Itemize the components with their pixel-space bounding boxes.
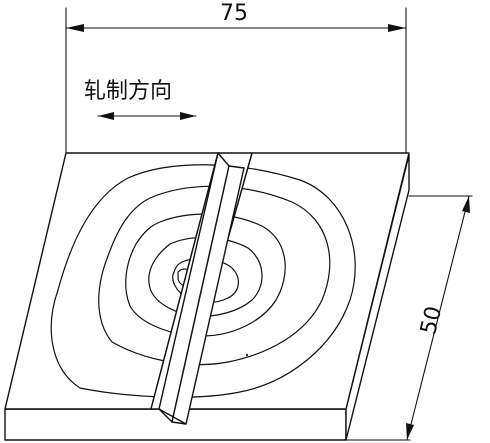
- arrowhead-right-75: [388, 24, 406, 32]
- dimension-line-50: [406, 195, 470, 441]
- contour-outer: [50, 164, 356, 398]
- rolling-direction-annotation: 轧制方向: [84, 79, 197, 120]
- dimension-label-75: 75: [220, 1, 248, 26]
- rolling-arrowhead-right: [180, 112, 196, 120]
- contour-4: [148, 237, 263, 317]
- contour-2: [98, 185, 331, 366]
- arrowhead-left-75: [66, 24, 84, 32]
- rolling-direction-label: 轧制方向: [84, 79, 172, 104]
- dimension-label-50: 50: [416, 304, 447, 337]
- speck-mark: [245, 353, 249, 357]
- dimension-75: 75: [65, 1, 407, 154]
- contour-lines: [50, 164, 356, 398]
- rolling-arrowhead-left: [98, 112, 114, 120]
- arrowhead-top-50: [462, 196, 470, 213]
- contour-3: [125, 213, 286, 337]
- weld-bead-bottom: [158, 408, 187, 425]
- arrowhead-bottom-50: [406, 423, 414, 440]
